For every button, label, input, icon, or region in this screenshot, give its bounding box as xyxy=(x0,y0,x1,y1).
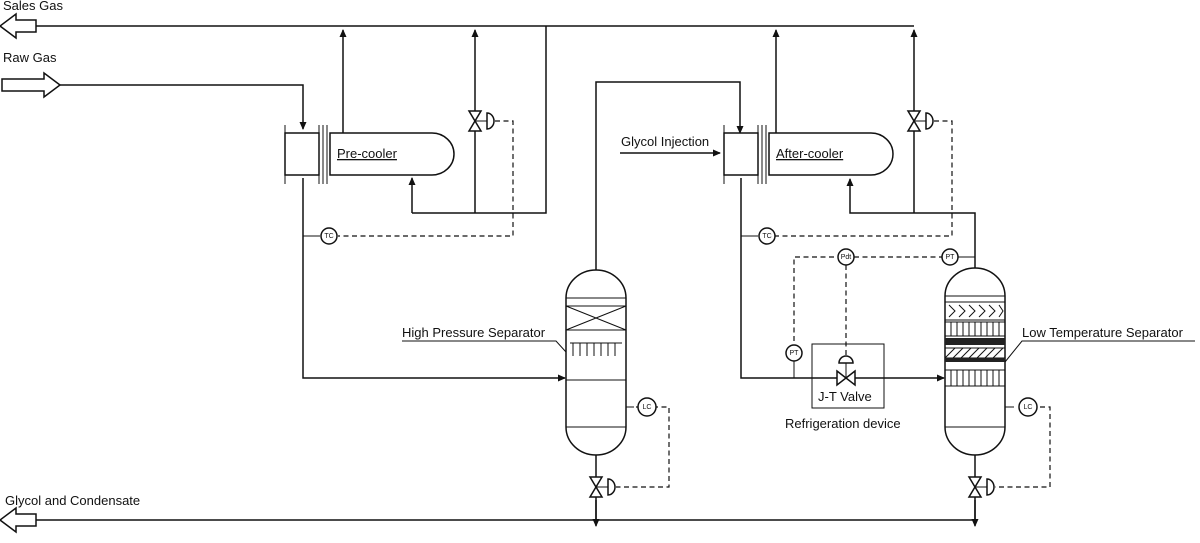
svg-text:TC: TC xyxy=(762,233,771,240)
lt-separator-leader xyxy=(1004,340,1195,363)
pre-cooler-bypass-valve xyxy=(467,110,495,132)
svg-text:Pdt: Pdt xyxy=(841,254,852,261)
pre-cooler-exchanger xyxy=(284,125,455,184)
lts-level-valve xyxy=(967,476,995,498)
tc-instrument-aftercooler: TC xyxy=(758,227,776,245)
refrigeration-label: Refrigeration device xyxy=(785,416,901,431)
hps-level-valve xyxy=(588,476,616,498)
sales-gas-label: Sales Gas xyxy=(3,0,63,13)
svg-text:LC: LC xyxy=(1024,404,1033,411)
after-cooler-label: After-cooler xyxy=(776,146,844,161)
hp-separator-label: High Pressure Separator xyxy=(402,325,546,340)
pre-cooler-label: Pre-cooler xyxy=(337,146,398,161)
refrigeration-device-box xyxy=(811,343,885,409)
pt-instrument-inlet: PT xyxy=(785,344,803,362)
pdt-instrument: Pdt xyxy=(837,248,855,266)
process-piping xyxy=(36,25,979,527)
after-cooler-exchanger xyxy=(723,125,894,184)
tc-instrument-precooler: TC xyxy=(320,227,338,245)
jt-valve-label: J-T Valve xyxy=(818,389,872,404)
raw-gas-label: Raw Gas xyxy=(3,50,57,65)
lt-separator-label: Low Temperature Separator xyxy=(1022,325,1184,340)
glycol-injection-label: Glycol Injection xyxy=(621,134,709,149)
glycol-condensate-arrow xyxy=(0,506,37,534)
svg-text:TC: TC xyxy=(324,233,333,240)
svg-text:PT: PT xyxy=(946,254,956,261)
glycol-condensate-label: Glycol and Condensate xyxy=(5,493,140,508)
instrument-taps xyxy=(303,235,1014,408)
svg-text:PT: PT xyxy=(790,350,800,357)
jt-valve xyxy=(833,355,859,387)
raw-gas-arrow xyxy=(1,71,62,99)
high-pressure-separator xyxy=(565,269,627,456)
lc-instrument-lts: LC xyxy=(1018,397,1038,417)
signal-lines xyxy=(338,120,1051,488)
hp-separator-leader xyxy=(402,340,567,353)
pt-instrument-lts: PT xyxy=(941,248,959,266)
sales-gas-arrow xyxy=(0,12,37,40)
svg-text:LC: LC xyxy=(643,404,652,411)
low-temperature-separator xyxy=(944,267,1006,456)
after-cooler-bypass-valve xyxy=(906,110,934,132)
lc-instrument-hps: LC xyxy=(637,397,657,417)
